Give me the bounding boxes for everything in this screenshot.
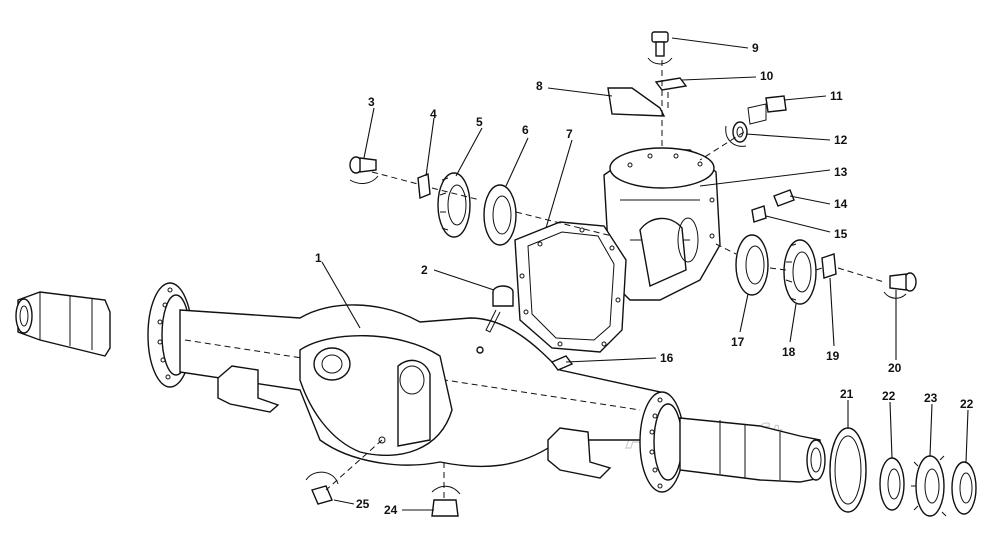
plug-25 (305, 471, 339, 505)
callout-25: 25 (356, 497, 370, 511)
callout-14: 14 (834, 197, 848, 211)
lock-plate-15 (751, 205, 767, 223)
seal-ring-21 (829, 427, 867, 513)
differential-carrier (603, 147, 721, 301)
callout-10: 10 (760, 69, 774, 83)
bolt-14 (773, 189, 795, 207)
callout-24: 24 (384, 503, 398, 517)
carrier-gasket (514, 221, 627, 353)
callout-19: 19 (826, 349, 840, 363)
callout-22b: 22 (960, 397, 974, 411)
drain-plug (476, 285, 514, 354)
bolt-3 (349, 156, 379, 184)
callout-21: 21 (840, 387, 854, 401)
lock-washer-23 (911, 455, 947, 517)
callout-5: 5 (476, 115, 483, 129)
plug-24 (431, 485, 461, 517)
adjuster-nut-18 (783, 239, 817, 305)
callout-16: 16 (660, 351, 674, 365)
lock-plate-4 (417, 173, 431, 199)
callout-2: 2 (421, 263, 428, 277)
callout-22a: 22 (882, 389, 896, 403)
adjuster-nut-5 (437, 172, 471, 238)
callout-7: 7 (566, 127, 573, 141)
callout-4: 4 (430, 107, 437, 121)
bearing-cup-6 (483, 184, 517, 246)
callout-8: 8 (536, 79, 543, 93)
callout-12: 12 (834, 133, 848, 147)
bracket-8 (607, 87, 666, 117)
bolt-20 (883, 272, 917, 299)
bolt-11 (747, 95, 787, 125)
axle-housing (15, 282, 826, 493)
callout-6: 6 (522, 123, 529, 137)
callout-3: 3 (368, 95, 375, 109)
stud-16 (550, 355, 574, 371)
callout-15: 15 (834, 227, 848, 241)
callout-13: 13 (834, 165, 848, 179)
washer-12 (725, 121, 748, 147)
callout-9: 9 (752, 41, 759, 55)
lock-plate-10 (654, 77, 688, 91)
callout-20: 20 (888, 361, 902, 375)
nut-22b (951, 461, 977, 515)
callout-11: 11 (830, 89, 843, 103)
callout-1: 1 (315, 251, 322, 265)
callout-labels: 1 2 3 4 5 6 7 8 9 10 11 12 13 14 15 16 1… (315, 41, 974, 517)
callout-23: 23 (924, 391, 938, 405)
bolt-9 (647, 31, 673, 65)
leader-lines (321, 37, 969, 511)
callout-18: 18 (782, 345, 796, 359)
bearing-cup-17 (735, 234, 769, 296)
nut-22a (879, 457, 905, 511)
assembly-lines (325, 60, 885, 498)
lock-plate-19 (821, 253, 837, 279)
callout-17: 17 (731, 335, 745, 349)
